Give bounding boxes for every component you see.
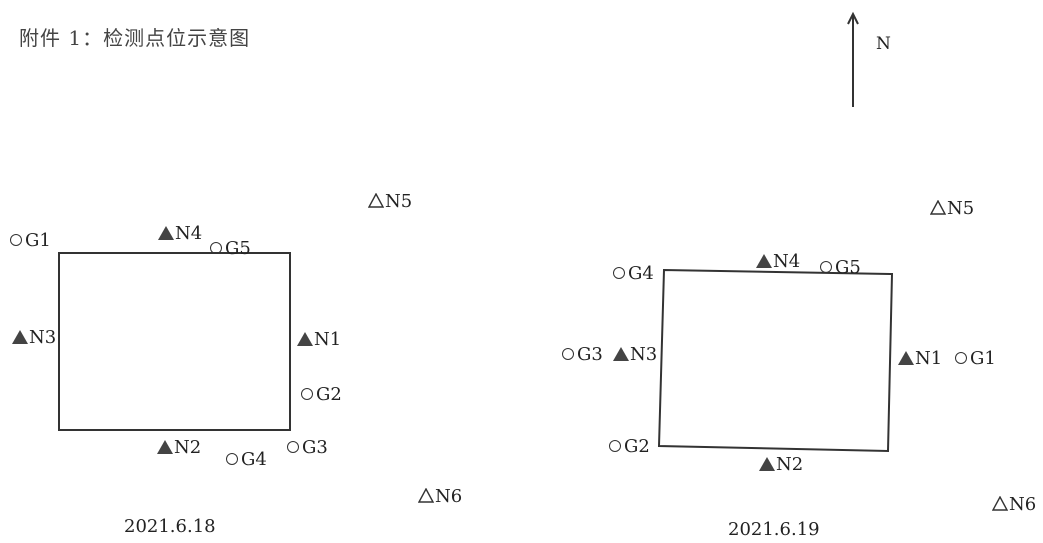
circle-icon [301, 388, 313, 400]
filled-triangle-icon [157, 440, 173, 454]
open-triangle-icon [418, 488, 434, 503]
filled-triangle-icon [613, 347, 629, 361]
point-n6-right: N6 [992, 495, 1036, 515]
point-g4-left: G4 [226, 450, 267, 470]
filled-triangle-icon [158, 226, 174, 240]
point-n2-left: N2 [157, 438, 201, 458]
point-g5-right: G5 [820, 258, 861, 278]
circle-icon [955, 352, 967, 364]
circle-icon [210, 242, 222, 254]
point-g5-left: G5 [210, 239, 251, 259]
point-g2-left: G2 [301, 385, 342, 405]
point-g2-right: G2 [609, 437, 650, 457]
point-n4-right: N4 [756, 252, 800, 272]
open-triangle-icon [992, 496, 1008, 511]
point-n2-right: N2 [759, 455, 803, 475]
filled-triangle-icon [297, 332, 313, 346]
point-n3-left: N3 [12, 328, 56, 348]
point-g3-left: G3 [287, 438, 328, 458]
point-n3-right: N3 [613, 345, 657, 365]
circle-icon [562, 348, 574, 360]
filled-triangle-icon [756, 254, 772, 268]
date-label-right: 2021.6.19 [728, 519, 820, 540]
page-title: 附件 1：检测点位示意图 [19, 26, 251, 50]
point-n4-left: N4 [158, 224, 202, 244]
point-n1-left: N1 [297, 330, 341, 350]
point-g1-left: G1 [10, 231, 51, 251]
open-triangle-icon [930, 200, 946, 215]
open-triangle-icon [368, 193, 384, 208]
circle-icon [226, 453, 238, 465]
point-g3-right: G3 [562, 345, 603, 365]
point-n1-right: N1 [898, 349, 942, 369]
circle-icon [609, 440, 621, 452]
point-g1-right: G1 [955, 349, 996, 369]
point-n6-left: N6 [418, 487, 462, 507]
filled-triangle-icon [12, 330, 28, 344]
circle-icon [613, 267, 625, 279]
point-n5-left: N5 [368, 192, 412, 212]
circle-icon [10, 234, 22, 246]
filled-triangle-icon [898, 351, 914, 365]
north-arrow-icon [847, 11, 859, 107]
circle-icon [820, 261, 832, 273]
point-g4-right: G4 [613, 264, 654, 284]
north-label: N [876, 34, 891, 54]
point-n5-right: N5 [930, 199, 974, 219]
site-boundary-left [58, 252, 291, 431]
circle-icon [287, 441, 299, 453]
date-label-left: 2021.6.18 [124, 516, 216, 537]
filled-triangle-icon [759, 457, 775, 471]
